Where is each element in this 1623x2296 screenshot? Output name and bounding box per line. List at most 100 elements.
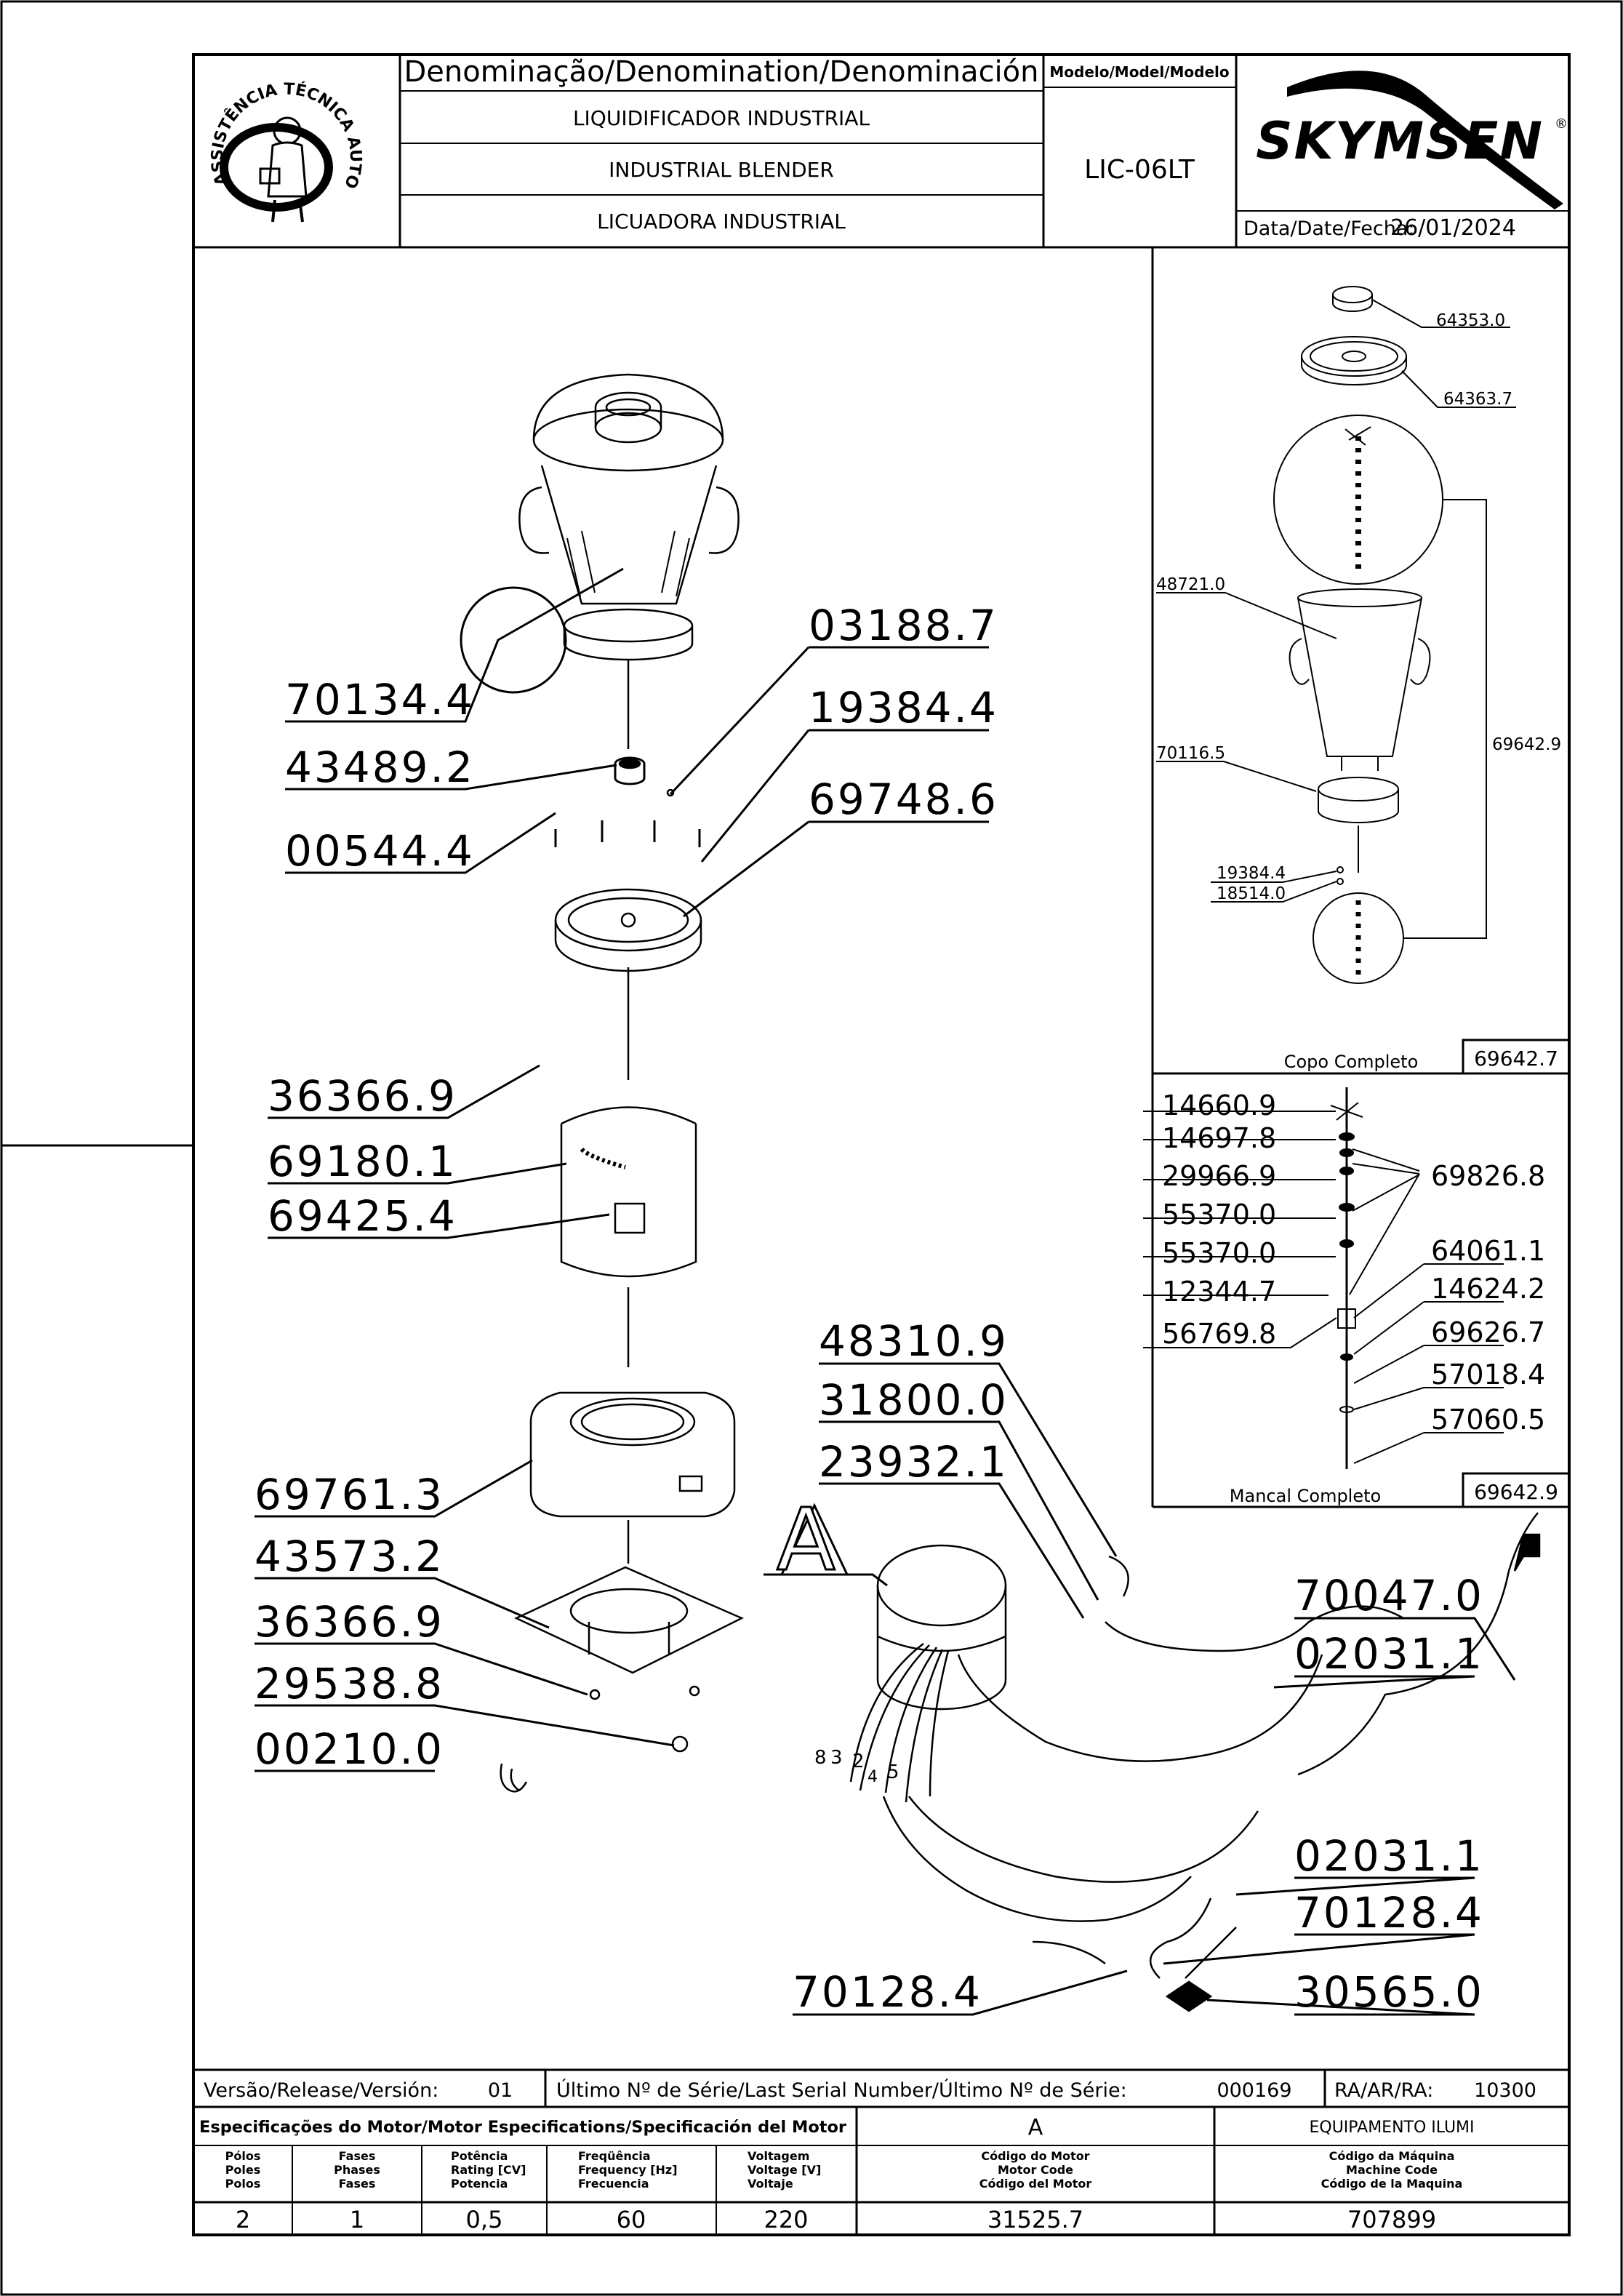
part-label-36366-9-top: 36366.9 bbox=[268, 1071, 457, 1121]
wire-number-2: 2 bbox=[852, 1751, 865, 1772]
skymsen-logo: SKYMSEN ® bbox=[1256, 71, 1568, 209]
motor-letter: A bbox=[1028, 2115, 1043, 2140]
part-label-02031-1-bottom: 02031.1 bbox=[1294, 1831, 1484, 1881]
model-label: Modelo/Model/Modelo bbox=[1049, 63, 1229, 81]
mancal-right-3: 69626.7 bbox=[1431, 1316, 1545, 1348]
part-label-00210-0: 00210.0 bbox=[255, 1724, 444, 1774]
leader-lines bbox=[255, 567, 1516, 2016]
name-es: LICUADORA INDUSTRIAL bbox=[597, 209, 846, 233]
mancal-left-3: 55370.0 bbox=[1162, 1199, 1276, 1231]
copo-part-69642-9: 69642.9 bbox=[1492, 735, 1561, 754]
copo-completo-code: 69642.7 bbox=[1474, 1047, 1558, 1071]
svg-text:Rating [CV]: Rating [CV] bbox=[451, 2163, 526, 2177]
wire-number-8: 8 bbox=[814, 1747, 827, 1769]
svg-text:Motor Code: Motor Code bbox=[998, 2163, 1073, 2177]
svg-text:Fases: Fases bbox=[339, 2149, 376, 2163]
part-label-70134-4: 70134.4 bbox=[285, 675, 475, 724]
mancal-right-5: 57060.5 bbox=[1431, 1404, 1545, 1436]
copo-completo-title: Copo Completo bbox=[1284, 1052, 1419, 1072]
denomination-label: Denominação/Denomination/Denominación bbox=[404, 55, 1038, 89]
spec-column-headers: Pólos Poles Polos Fases Phases Fases Pot… bbox=[225, 2149, 1463, 2191]
copo-part-48721-0: 48721.0 bbox=[1156, 575, 1225, 594]
svg-text:Frequency [Hz]: Frequency [Hz] bbox=[578, 2163, 678, 2177]
serial-value: 000169 bbox=[1217, 2079, 1291, 2102]
ra-value: 10300 bbox=[1474, 2079, 1536, 2102]
mancal-completo-code: 69642.9 bbox=[1474, 1480, 1558, 1504]
mancal-right-2: 14624.2 bbox=[1431, 1273, 1545, 1305]
part-label-70128-4-bottom: 70128.4 bbox=[793, 1967, 982, 2017]
part-label-30565-0: 30565.0 bbox=[1294, 1967, 1484, 2017]
svg-text:Polos: Polos bbox=[225, 2177, 261, 2191]
date-label: Data/Date/Fecha: bbox=[1243, 217, 1414, 240]
copo-completo-drawing bbox=[1156, 286, 1516, 984]
wire-number-3: 3 bbox=[830, 1747, 843, 1769]
part-label-69425-4: 69425.4 bbox=[268, 1191, 457, 1241]
spec-values-row: 2 1 0,5 60 220 31525.7 707899 bbox=[236, 2206, 1436, 2233]
svg-text:Frecuencia: Frecuencia bbox=[578, 2177, 649, 2191]
svg-text:Machine Code: Machine Code bbox=[1346, 2163, 1438, 2177]
equipment-label: EQUIPAMENTO ILUMI bbox=[1309, 2119, 1474, 2137]
mancal-right-0: 69826.8 bbox=[1431, 1160, 1545, 1192]
part-label-69748-6: 69748.6 bbox=[809, 775, 998, 824]
mancal-right-4: 57018.4 bbox=[1431, 1359, 1545, 1391]
wire-number-5: 5 bbox=[887, 1761, 899, 1783]
part-label-43573-2: 43573.2 bbox=[255, 1532, 444, 1581]
name-pt: LIQUIDIFICADOR INDUSTRIAL bbox=[573, 106, 870, 130]
spec-machine-code: 707899 bbox=[1347, 2206, 1436, 2233]
mancal-left-0: 14660.9 bbox=[1162, 1089, 1276, 1121]
mancal-completo-title: Mancal Completo bbox=[1230, 1486, 1381, 1506]
authorized-service-seal-logo: ASSISTÊNCIA TÉCNICA AUTORIZADA bbox=[0, 0, 364, 223]
svg-text:Voltage [V]: Voltage [V] bbox=[748, 2163, 821, 2177]
svg-text:®: ® bbox=[1555, 116, 1568, 132]
svg-text:Potência: Potência bbox=[451, 2149, 508, 2163]
mancal-left-5: 12344.7 bbox=[1162, 1276, 1276, 1308]
svg-text:ASSISTÊNCIA TÉCNICA AUTORIZADA: ASSISTÊNCIA TÉCNICA AUTORIZADA bbox=[0, 0, 364, 191]
ra-label: RA/AR/RA: bbox=[1334, 2079, 1433, 2102]
svg-text:SKYMSEN: SKYMSEN bbox=[1256, 111, 1544, 171]
version-value: 01 bbox=[488, 2079, 513, 2102]
svg-text:Phases: Phases bbox=[334, 2163, 380, 2177]
mancal-left-1: 14697.8 bbox=[1162, 1122, 1276, 1154]
spec-poles: 2 bbox=[236, 2206, 250, 2233]
part-label-29538-8: 29538.8 bbox=[255, 1659, 444, 1708]
detail-letter-a: A bbox=[785, 1569, 786, 1572]
spec-phases: 1 bbox=[350, 2206, 364, 2233]
part-label-69761-3: 69761.3 bbox=[255, 1470, 444, 1519]
svg-text:Código da Máquina: Código da Máquina bbox=[1329, 2149, 1455, 2163]
part-label-00544-4: 00544.4 bbox=[285, 826, 475, 876]
part-label-03188-7: 03188.7 bbox=[809, 601, 998, 650]
svg-text:Código del Motor: Código del Motor bbox=[979, 2177, 1092, 2191]
serial-label: Último Nº de Série/Last Serial Number/Úl… bbox=[556, 2079, 1127, 2102]
part-label-23932-1: 23932.1 bbox=[819, 1437, 1009, 1487]
part-label-02031-1-top: 02031.1 bbox=[1294, 1629, 1484, 1679]
mancal-left-2: 29966.9 bbox=[1162, 1160, 1276, 1192]
wire-number-4: 4 bbox=[867, 1768, 878, 1786]
svg-text:Freqüência: Freqüência bbox=[578, 2149, 651, 2163]
part-label-70128-4-right: 70128.4 bbox=[1294, 1888, 1484, 1937]
part-label-43489-2: 43489.2 bbox=[285, 743, 475, 792]
svg-text:Potencia: Potencia bbox=[451, 2177, 508, 2191]
mancal-completo-drawing bbox=[1143, 1087, 1504, 1469]
seal-text: ASSISTÊNCIA TÉCNICA AUTORIZADA bbox=[0, 0, 364, 191]
spec-voltage: 220 bbox=[764, 2206, 808, 2233]
copo-part-19384-4: 19384.4 bbox=[1217, 864, 1286, 883]
motor-spec-label: Especificações do Motor/Motor Especifica… bbox=[199, 2119, 846, 2137]
blender-exploded-view bbox=[500, 373, 1541, 2012]
drawing-frame bbox=[192, 53, 1571, 2236]
part-label-70047-0: 70047.0 bbox=[1294, 1571, 1484, 1620]
part-label-48310-9: 48310.9 bbox=[819, 1316, 1009, 1366]
svg-text:Código de la Maquina: Código de la Maquina bbox=[1321, 2177, 1463, 2191]
svg-text:Poles: Poles bbox=[225, 2163, 261, 2177]
copo-part-64353-0: 64353.0 bbox=[1436, 311, 1505, 330]
copo-part-18514-0: 18514.0 bbox=[1217, 884, 1286, 903]
part-label-31800-0: 31800.0 bbox=[819, 1375, 1009, 1425]
mancal-right-1: 64061.1 bbox=[1431, 1235, 1545, 1267]
mancal-left-6: 56769.8 bbox=[1162, 1318, 1276, 1350]
svg-text:Fases: Fases bbox=[339, 2177, 376, 2191]
model-value: LIC-06LT bbox=[1084, 155, 1195, 185]
part-label-69180-1: 69180.1 bbox=[268, 1137, 457, 1186]
mancal-left-4: 55370.0 bbox=[1162, 1237, 1276, 1269]
copo-part-70116-5: 70116.5 bbox=[1156, 744, 1225, 763]
spec-power: 0,5 bbox=[466, 2206, 503, 2233]
